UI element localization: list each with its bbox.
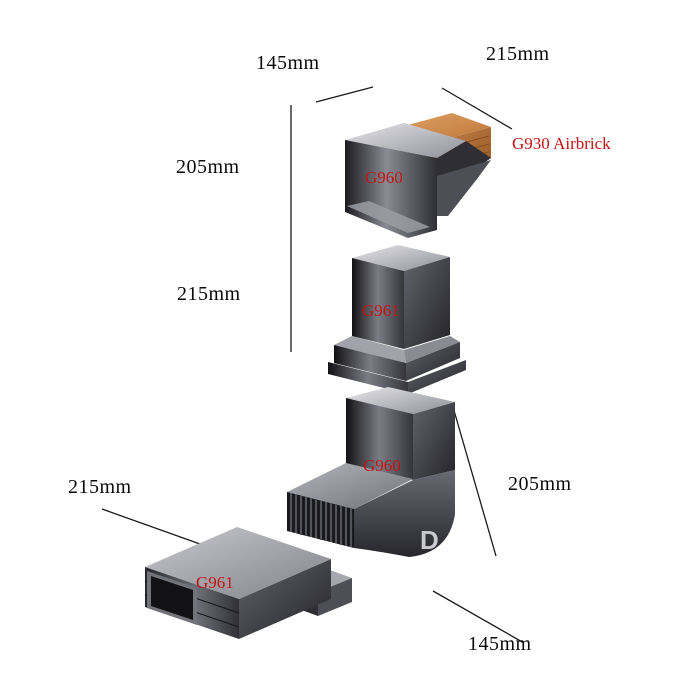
g961-middle-right-face — [404, 257, 450, 349]
g960-lower-front-face — [346, 398, 413, 480]
g960-lower-top-face — [346, 387, 455, 414]
part-label-g930-airbrick: G930 Airbrick — [512, 134, 611, 153]
part-label-g961-bottom: G961 — [196, 573, 234, 592]
duct-top-face — [145, 527, 331, 599]
dim-label-left-upper: 205mm — [176, 156, 240, 178]
part-label-g960-top: G960 — [365, 168, 403, 187]
g961-middle-front-face — [352, 258, 404, 349]
dim-label-right-side: 205mm — [508, 473, 572, 495]
dim-line-top-right — [441, 87, 513, 130]
dim-label-bottom-right: 145mm — [468, 633, 532, 655]
dim-line-bottom-right — [432, 590, 525, 644]
g961-middle-top-face — [352, 245, 450, 271]
maker-watermark: D — [420, 525, 439, 555]
g960-lower-slab-top — [287, 463, 413, 509]
dim-line-right — [452, 406, 497, 557]
duct-mouth-opening — [151, 576, 193, 620]
part-label-g961-middle: G961 — [362, 301, 400, 320]
duct-right-end — [239, 559, 331, 639]
g960-top-assembly — [345, 113, 491, 238]
dim-label-top-left: 145mm — [256, 52, 320, 74]
dim-line-top-left — [315, 86, 374, 103]
g960-top-bottom-wedge — [347, 201, 430, 233]
g961-middle-sleeve — [328, 245, 466, 394]
g960-top-top-face — [345, 123, 466, 158]
dim-line-bottom-left — [101, 508, 215, 550]
g960-lower-assembly — [287, 387, 455, 557]
g960-lower-right-face — [413, 402, 455, 480]
dim-label-bottom-left: 215mm — [68, 476, 132, 498]
dim-label-left-middle: 215mm — [177, 283, 241, 305]
g961-flat-duct — [144, 527, 352, 639]
airbrick-flange-lower — [437, 160, 491, 216]
dim-label-top-right: 215mm — [486, 43, 550, 65]
g960-lower-skirt — [354, 470, 455, 557]
grille-fins — [289, 493, 353, 547]
dimension-lines — [101, 86, 525, 644]
part-label-g960-lower: G960 — [363, 456, 401, 475]
